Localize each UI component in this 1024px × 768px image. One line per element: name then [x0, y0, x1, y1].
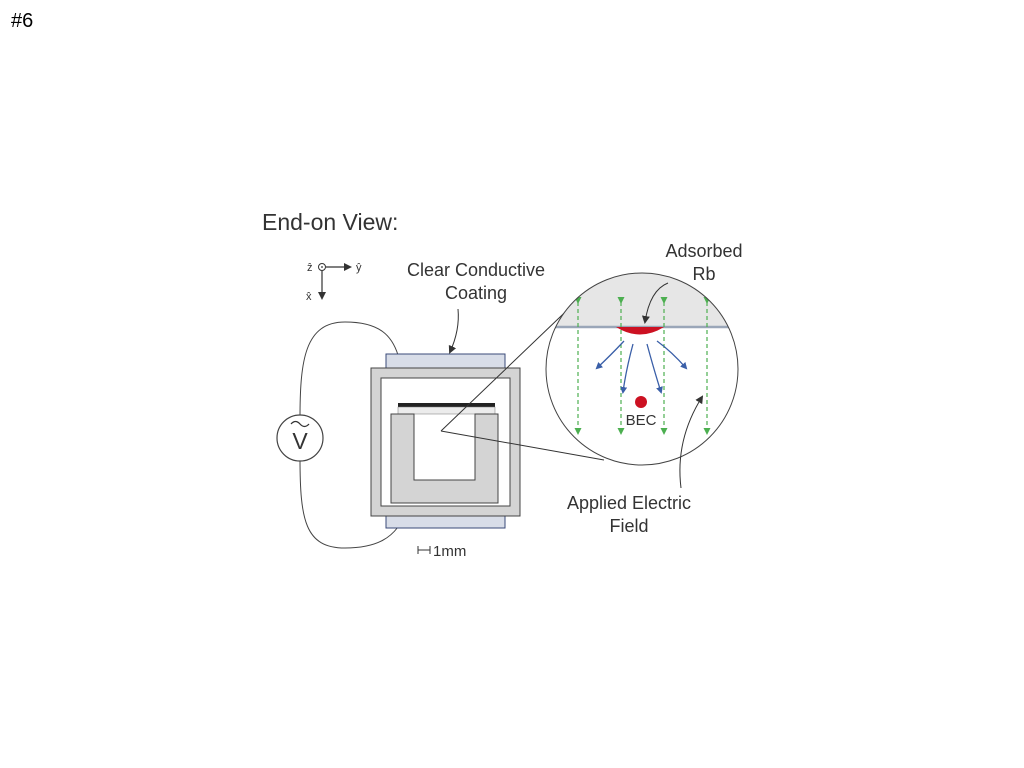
bec-label: BEC	[626, 412, 657, 429]
scale-bar: 1mm	[417, 543, 466, 560]
adsorbed-pointer	[641, 282, 669, 324]
axis-z-label: ẑ	[307, 262, 313, 274]
bec-dot	[635, 396, 647, 408]
diagram-title: End-on View:	[262, 209, 399, 235]
atom-chip	[390, 413, 499, 504]
axis-y-label: ŷ	[356, 262, 362, 274]
zoom-inset: BEC	[545, 272, 739, 466]
field-lines	[574, 297, 711, 435]
adsorbed-label-line2: Rb	[692, 264, 716, 284]
voltage-label: V	[292, 428, 308, 454]
adsorbed-label: Adsorbed Rb	[648, 240, 760, 286]
field-label-line1: Applied Electric	[566, 493, 692, 513]
electrode-top	[385, 353, 506, 369]
adsorbed-label-line1: Adsorbed	[665, 241, 743, 261]
axis-x-label: x̂	[306, 291, 312, 303]
wire-bottom	[299, 457, 399, 549]
coating-label-line1: Clear Conductive	[406, 260, 546, 280]
zoom-line-bottom	[440, 430, 605, 461]
scale-label: 1mm	[433, 543, 466, 560]
coating-label: Clear Conductive Coating	[388, 259, 564, 305]
field-pointer	[679, 395, 704, 489]
electrode-bottom	[385, 514, 506, 529]
wire-top	[299, 321, 399, 419]
field-flow-arrows	[595, 340, 688, 394]
glass-cell-frame	[370, 367, 521, 517]
zoom-line-top	[440, 295, 583, 432]
field-label-line2: Field	[609, 516, 649, 536]
coating-label-line2: Coating	[444, 283, 508, 303]
field-label: Applied Electric Field	[548, 492, 710, 538]
ac-voltage-source-icon: V	[276, 414, 324, 462]
adsorbed-rb-layer	[616, 327, 664, 335]
inner-coating-strip	[398, 403, 495, 407]
axes-icon: ẑ ŷ x̂	[306, 262, 362, 303]
coating-pointer	[448, 308, 459, 354]
slide-number: #6	[11, 10, 34, 32]
